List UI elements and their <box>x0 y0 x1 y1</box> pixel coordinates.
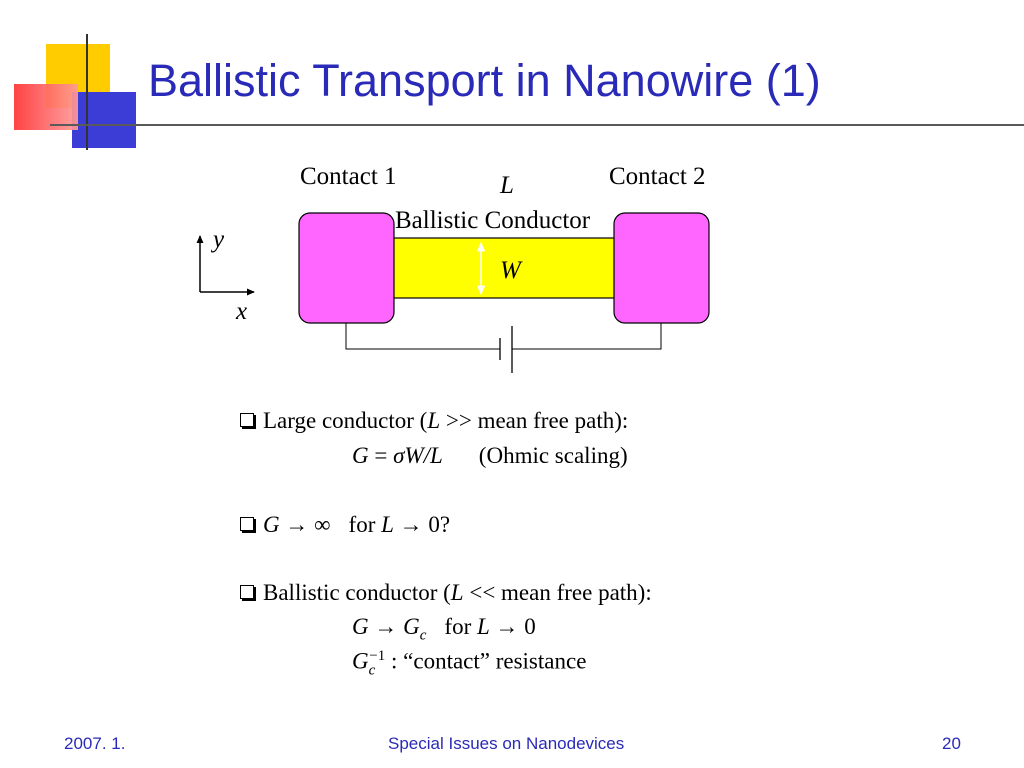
decor-blue-square <box>72 92 136 148</box>
note-exp: −1 <box>369 648 386 664</box>
circuit-wire-right <box>512 323 662 350</box>
bullet-box-icon <box>240 413 254 427</box>
bias-circuit <box>345 323 662 373</box>
width-label: W <box>500 257 523 284</box>
contact-resistance-note: Gc−1 : “contact” resistance <box>352 648 586 679</box>
contact-1-pad <box>298 212 395 324</box>
b3-g: G <box>352 614 369 639</box>
bullet-3-var: L <box>450 580 464 605</box>
circuit-wire <box>345 323 500 350</box>
b3-l: L <box>477 614 490 639</box>
bullet-box-icon <box>240 585 254 599</box>
b3-arrow: → <box>368 614 404 639</box>
eq-sigma: σ <box>393 443 405 468</box>
note-c: c <box>368 662 376 679</box>
bullet-ballistic-conductor: Ballistic conductor (L << mean free path… <box>240 580 652 606</box>
note-g: G <box>352 648 369 674</box>
bullet-large-conductor: Large conductor (L >> mean free path): <box>240 408 628 434</box>
decor-red-square <box>14 84 78 130</box>
conductor-label: Ballistic Conductor <box>395 207 591 234</box>
b3-arrow-zero: → 0 <box>489 614 536 639</box>
contact-1-label: Contact 1 <box>300 163 397 190</box>
b3-for: for <box>444 614 477 639</box>
b2-for: for <box>348 512 382 537</box>
axis-indicator: y x <box>196 226 255 325</box>
footer-page-number: 20 <box>942 734 961 753</box>
b3-c: c <box>419 627 427 644</box>
bullet-box-icon <box>240 517 254 531</box>
slide-title: Ballistic Transport in Nanowire (1) <box>148 55 821 106</box>
bullet-3-post: << mean free path): <box>463 580 652 605</box>
b2-arrow-inf: → ∞ <box>279 512 331 537</box>
axis-x-label: x <box>235 298 247 325</box>
eq-equals: = <box>368 443 394 468</box>
bullet-1-pre: Large conductor ( <box>263 408 428 433</box>
contact-2-label: Contact 2 <box>609 163 706 190</box>
eq-wl: W/L <box>404 443 443 468</box>
b2-l: L <box>381 512 394 537</box>
ohmic-equation: G = σW/L (Ohmic scaling) <box>352 443 628 469</box>
b3-gc: G <box>403 614 420 639</box>
eq-note: (Ohmic scaling) <box>478 443 628 468</box>
eq-g: G <box>352 443 369 468</box>
bullet-1-var: L <box>427 408 441 433</box>
footer-course: Special Issues on Nanodevices <box>388 734 625 753</box>
bullet-1-post: >> mean free path): <box>440 408 629 433</box>
length-label: L <box>499 172 514 199</box>
note-text: : “contact” resistance <box>385 648 587 674</box>
b2-arrow-zero: → 0? <box>393 512 451 537</box>
bullet-g-infinity: G → ∞ for L → 0? <box>240 512 450 538</box>
nanowire-diagram: y x Contact 1 Contact 2 L Ballistic Cond… <box>196 163 710 373</box>
bullet-3-pre: Ballistic conductor ( <box>263 580 451 605</box>
footer-date: 2007. 1. <box>64 734 126 753</box>
b2-g: G <box>263 512 280 537</box>
decor-vertical-line <box>86 34 88 150</box>
contact-2-pad <box>613 212 710 324</box>
axis-y-label: y <box>210 226 225 253</box>
title-divider <box>50 124 1024 126</box>
